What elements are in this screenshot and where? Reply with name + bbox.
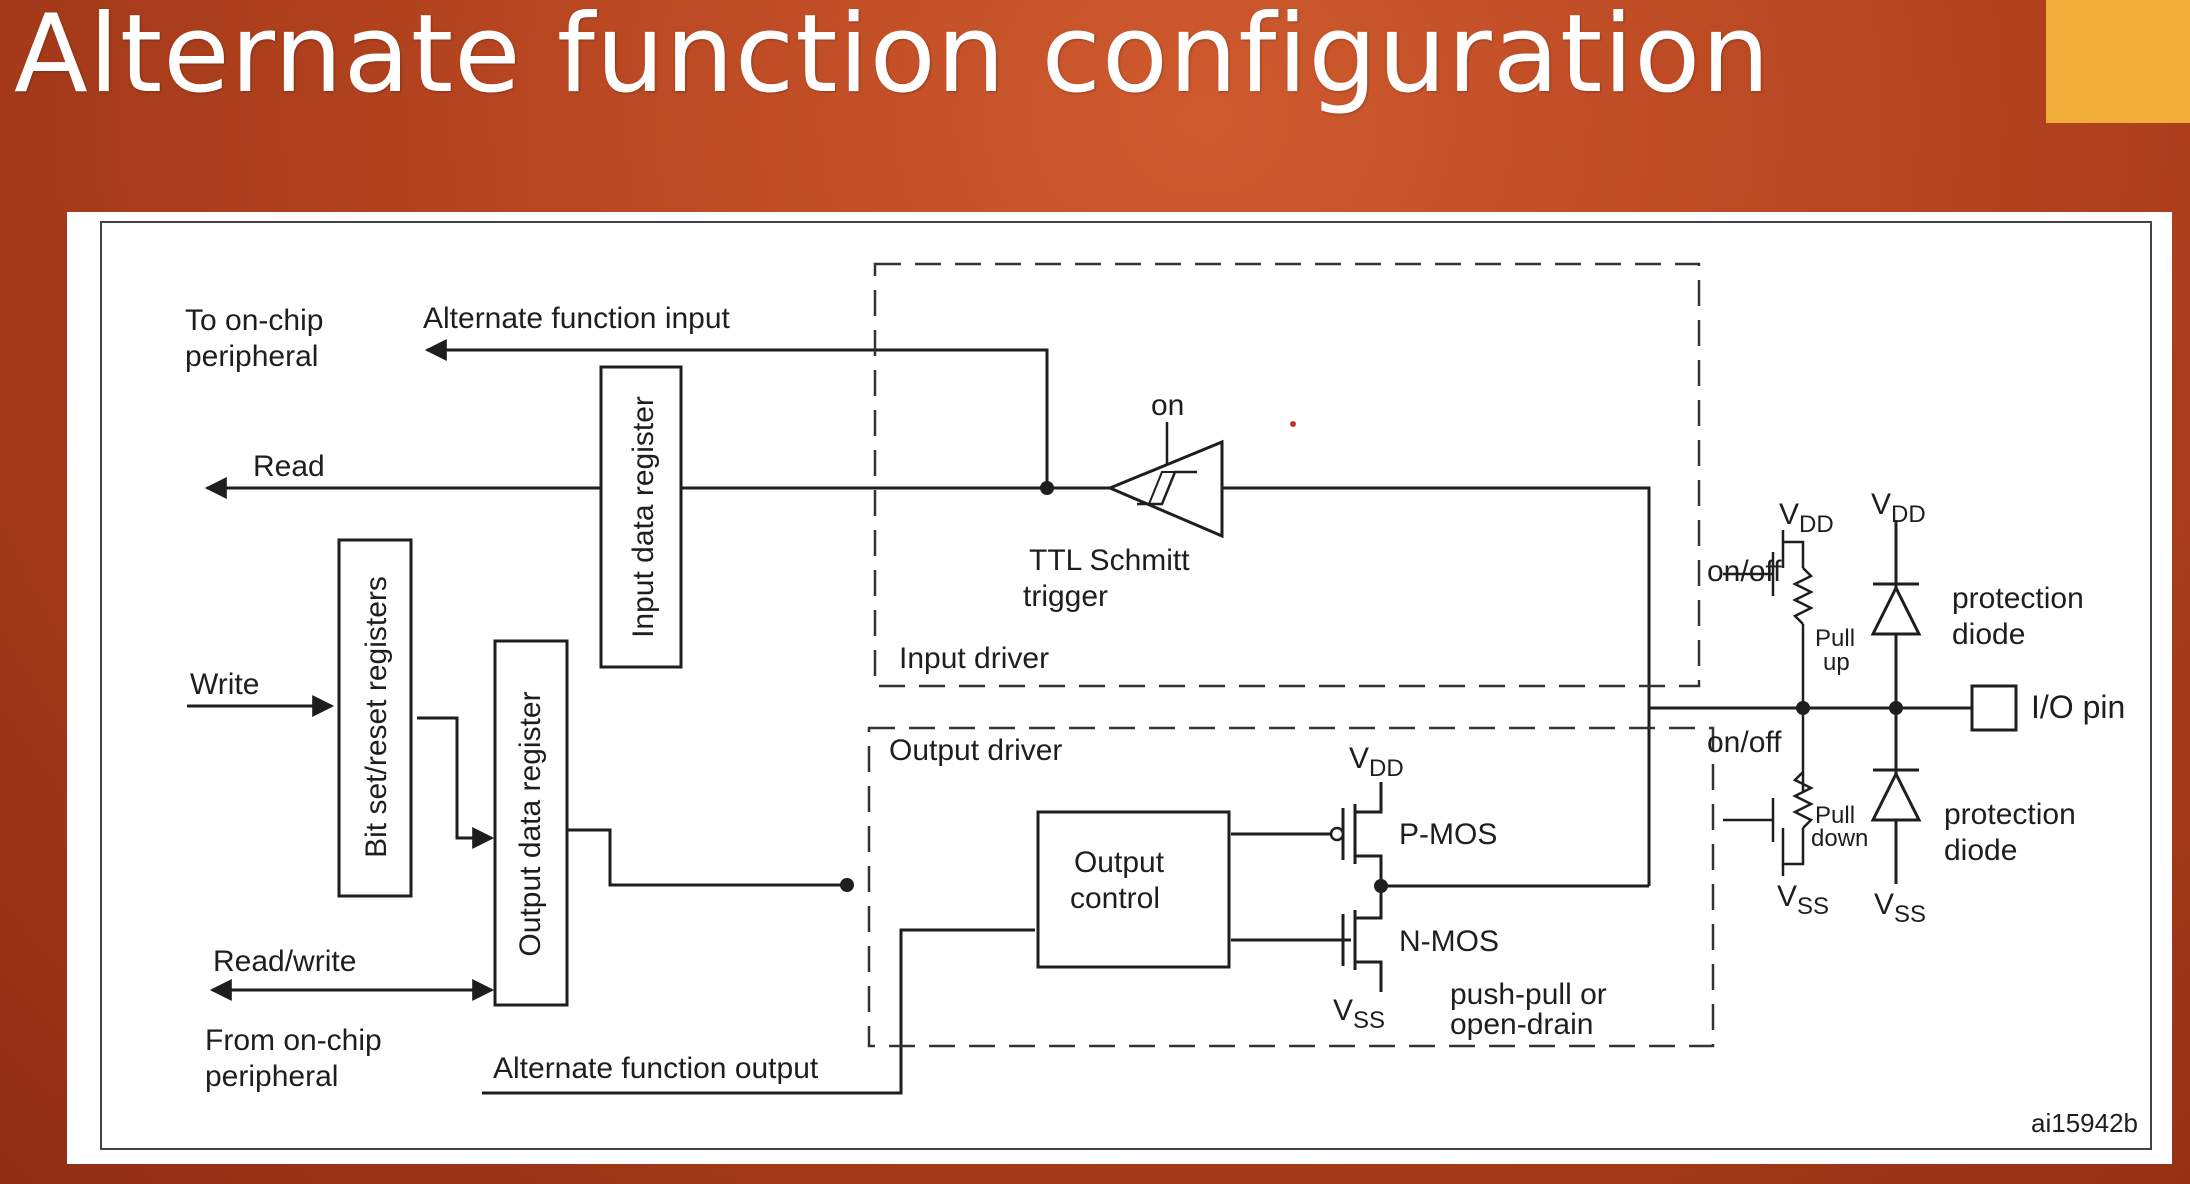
slide-title: Alternate function configuration: [14, 0, 1771, 117]
output-driver-label: Output driver: [889, 734, 1062, 767]
output-driver-box: [867, 726, 1715, 1048]
io-pin-box: [1970, 684, 2018, 732]
gpio-diagram: Input data register Bit set/reset regist…: [100, 221, 2152, 1150]
stray-dot: [1290, 421, 1296, 427]
nmos-source: [1355, 960, 1383, 992]
nmos-drain: [1355, 886, 1383, 920]
input-driver-box: [873, 262, 1701, 688]
output-data-register-box: [493, 639, 569, 1007]
pullup-up-label: up: [1823, 649, 1850, 676]
to-onchip-label-1: To on-chip: [185, 304, 323, 337]
pulldown-resistor: [1792, 771, 1814, 829]
pulldown-pull-label: Pull: [1815, 802, 1855, 829]
alt-func-output-label: Alternate function output: [493, 1052, 819, 1085]
schmitt-trigger-symbol: [1106, 439, 1224, 539]
diode-top-symbol: [1870, 584, 1922, 636]
diode-top-diode-label: diode: [1952, 618, 2025, 651]
pmos-drain: [1355, 854, 1383, 886]
to-onchip-label-2: peripheral: [185, 340, 318, 373]
read-label: Read: [253, 450, 325, 483]
ttl-label-2: trigger: [1023, 580, 1108, 613]
output-control-label-2: control: [1070, 882, 1160, 915]
diagram-panel: Input data register Bit set/reset regist…: [67, 212, 2172, 1164]
diode-bottom-protection-label: protection: [1944, 798, 2076, 831]
diode-bottom-symbol: [1870, 770, 1922, 822]
diode-bottom-vss-label: VSS: [1874, 888, 1926, 928]
write-label: Write: [190, 668, 259, 701]
junction-dot: [1040, 481, 1054, 495]
pulldown-bottom: [1781, 828, 1805, 866]
schmitt-hysteresis-2: [1148, 471, 1185, 505]
bit-set-reset-box: [337, 538, 413, 898]
diode-bottom-diode-label: diode: [1944, 834, 2017, 867]
diode-top-vdd-label: VDD: [1871, 488, 1926, 528]
output-control-label-1: Output: [1074, 846, 1165, 879]
push-pull-label-2: open-drain: [1450, 1008, 1593, 1041]
pmos-vdd-label: VDD: [1349, 742, 1404, 782]
ttl-label-1: TTL Schmitt: [1029, 544, 1190, 577]
alt-func-output-line: [482, 928, 1035, 1095]
accent-box: [2046, 0, 2190, 123]
schmitt-on-label: on: [1151, 389, 1184, 422]
nmos-label: N-MOS: [1399, 925, 1499, 958]
output-control-box: [1036, 810, 1231, 969]
read-write-label: Read/write: [213, 945, 356, 978]
pullup-onoff-label: on/off: [1707, 555, 1782, 588]
alt-func-input-line: [424, 339, 1049, 488]
pmos-label: P-MOS: [1399, 818, 1497, 851]
input-data-register-box: [599, 365, 683, 669]
input-driver-label: Input driver: [899, 642, 1049, 675]
pmos-source: [1355, 782, 1383, 814]
pulldown-down-label: down: [1811, 825, 1868, 852]
io-pin-label: I/O pin: [2031, 689, 2125, 725]
schmitt-to-bus-line: [1222, 486, 1651, 886]
bsrr-to-odr-line: [417, 716, 495, 849]
pullup-vdd-label: VDD: [1779, 498, 1834, 538]
diagram-frame: [100, 221, 2152, 1150]
push-pull-label-1: push-pull or: [1450, 978, 1607, 1011]
output-data-register-label: Output data register: [514, 691, 547, 956]
from-onchip-label-2: peripheral: [205, 1060, 338, 1093]
pullup-resistor: [1792, 567, 1814, 625]
alt-func-input-label: Alternate function input: [423, 302, 731, 335]
bit-set-reset-label: Bit set/reset registers: [360, 576, 393, 858]
pulldown-vss-label: VSS: [1777, 880, 1829, 920]
pullup-top: [1781, 540, 1805, 568]
pulldown-onoff-label: on/off: [1707, 726, 1782, 759]
pullup-pull-label: Pull: [1815, 625, 1855, 652]
ref-code-label: ai15942b: [2031, 1108, 2138, 1138]
odr-output-line: [567, 828, 847, 887]
diode-top-protection-label: protection: [1952, 582, 2084, 615]
pmos-bubble: [1329, 826, 1345, 842]
mux-dot: [840, 878, 854, 892]
nmos-vss-label: VSS: [1333, 994, 1385, 1034]
from-onchip-label-1: From on-chip: [205, 1024, 382, 1057]
input-data-register-label: Input data register: [627, 396, 660, 638]
